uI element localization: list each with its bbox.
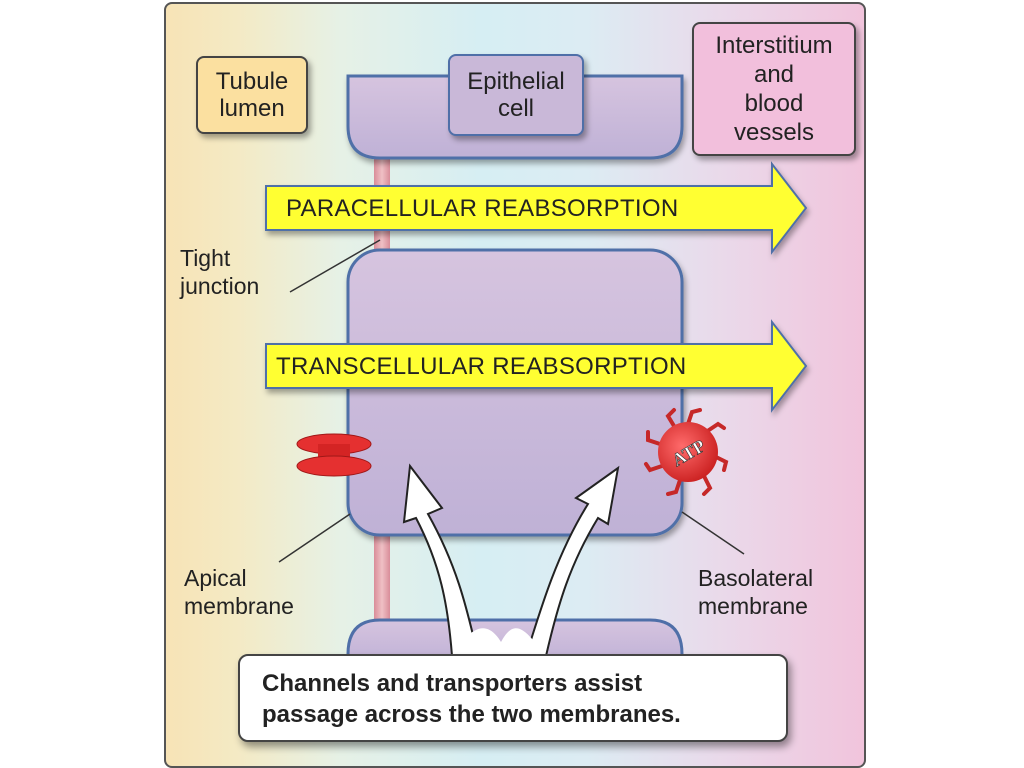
arrow-to-basolateral [524,465,620,657]
apical-membrane-label: Apical membrane [184,564,294,620]
tight-junction-lower [374,529,390,629]
interstitium-line-4: vessels [733,119,815,146]
tubule-lumen-label: Tubule lumen [196,56,308,134]
interstitium-label: Interstitium and blood vessels [692,22,856,156]
arrow-junction [452,628,546,656]
diagram-canvas: ATP [265,74,808,666]
caption-box: Channels and transporters assist passage… [238,654,788,742]
arrow-to-apical [402,463,480,657]
basolateral-membrane-leader [681,511,745,555]
apical-membrane-leader [278,513,351,563]
interstitium-line-2: and [753,61,795,88]
caption-line-1: Channels and transporters assist [262,670,643,697]
transcellular-arrow-shape[interactable] [265,319,808,413]
apical-membrane-line-1: Apical [184,565,247,591]
basolateral-membrane-label: Basolateral membrane [698,564,813,620]
diagram-frame: ATP Tubule lumen Epithelial cell Interst… [164,2,866,768]
tubule-lumen-line-1: Tubule [215,68,289,95]
epithelial-cell-line-1: Epithelial [467,68,565,95]
tight-junction-label: Tight junction [180,244,259,300]
tight-junction-leader [289,239,381,293]
atp-pump-icon: ATP [644,408,729,496]
paracellular-arrow-shape[interactable] [265,161,808,255]
tubule-lumen-line-2: lumen [219,95,285,122]
channel-icon [296,433,372,477]
paracellular-reabsorption-label: PARACELLULAR REABSORPTION [286,195,679,222]
caption-line-2: passage across the two membranes. [262,701,681,728]
tight-junction-line-1: Tight [180,245,231,271]
transcellular-reabsorption-label: TRANSCELLULAR REABSORPTION [276,353,687,380]
basolateral-membrane-line-1: Basolateral [698,565,814,591]
tight-junction-line-2: junction [180,273,260,299]
epithelial-cell-middle [346,248,684,537]
apical-membrane-line-2: membrane [184,593,294,619]
epithelial-cell-line-2: cell [497,95,534,122]
basolateral-membrane-line-2: membrane [698,593,808,619]
epithelial-cell-label: Epithelial cell [448,54,584,136]
interstitium-line-3: blood [744,90,804,117]
interstitium-line-1: Interstitium [715,32,833,59]
